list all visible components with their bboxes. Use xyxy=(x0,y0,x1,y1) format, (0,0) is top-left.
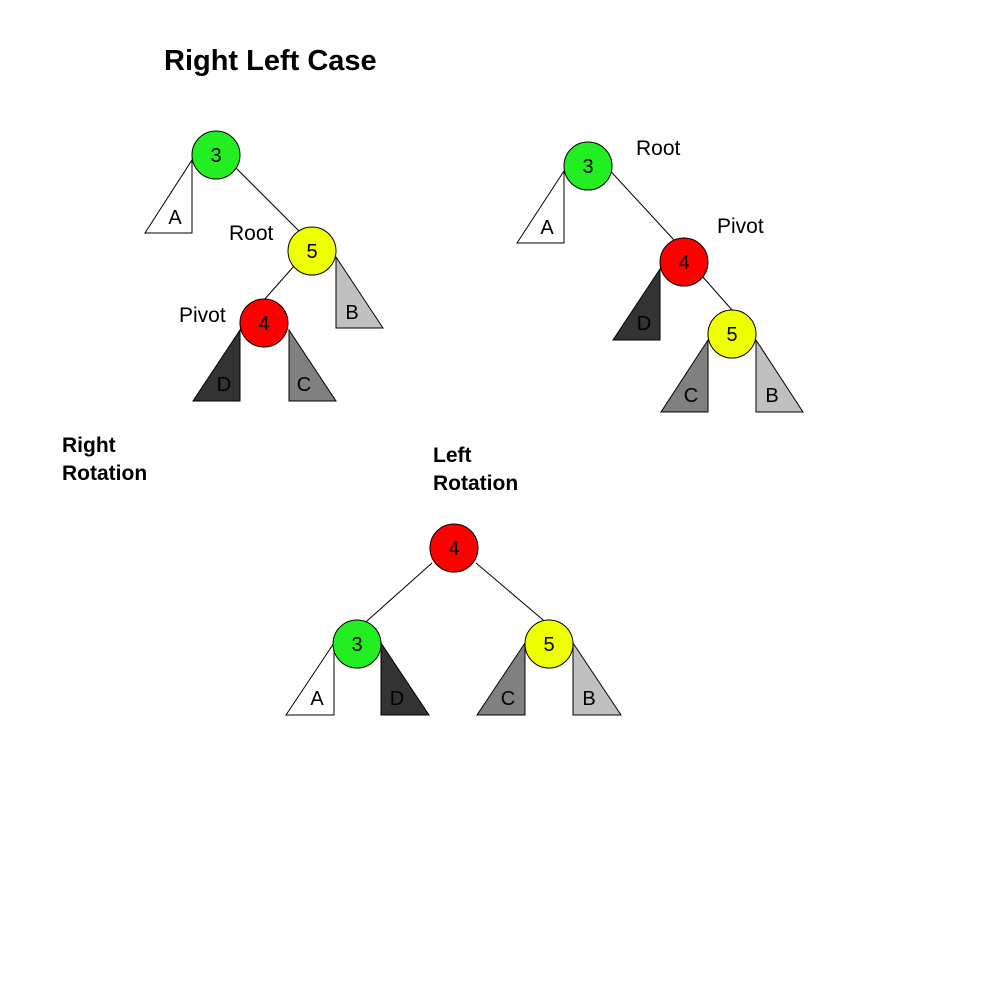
left-rotation-line2: Rotation xyxy=(433,472,518,495)
node-4-label: 4 xyxy=(258,313,269,335)
subtree-a xyxy=(144,158,193,234)
pivot-label: Pivot xyxy=(179,304,226,327)
subtree-d-label: D xyxy=(390,688,404,710)
subtree-c xyxy=(476,641,526,716)
node-5 xyxy=(707,309,757,359)
subtree-d-label: D xyxy=(217,374,231,396)
subtree-c-label: C xyxy=(297,374,311,396)
node-5 xyxy=(287,226,337,276)
subtree-c-label: C xyxy=(684,385,698,407)
tree-after-left-rotation: A D C B 4 3 5 xyxy=(285,523,622,716)
subtree-b-label: B xyxy=(582,688,595,710)
subtree-d xyxy=(612,267,661,341)
node-5-label: 5 xyxy=(543,634,554,656)
pivot-label: Pivot xyxy=(717,215,764,238)
subtree-a-label: A xyxy=(168,207,182,229)
subtree-a xyxy=(516,169,565,244)
right-rotation-line2: Rotation xyxy=(62,462,147,485)
subtree-d-label: D xyxy=(637,313,651,335)
subtree-c-label: C xyxy=(501,688,515,710)
node-4-label: 4 xyxy=(678,252,689,274)
node-5 xyxy=(524,619,574,669)
diagram-title: Right Left Case xyxy=(164,45,377,77)
node-3-label: 3 xyxy=(351,634,362,656)
node-5-label: 5 xyxy=(306,241,317,263)
edge-4-5 xyxy=(701,275,733,311)
subtree-a xyxy=(285,641,335,716)
left-rotation-line1: Left xyxy=(433,444,472,467)
node-3 xyxy=(332,619,382,669)
edge-3-5 xyxy=(231,163,303,235)
root-label: Root xyxy=(229,222,274,245)
node-4 xyxy=(429,523,479,573)
right-rotation-caption: Right Rotation xyxy=(62,434,147,485)
node-4 xyxy=(659,237,709,287)
subtree-b-label: B xyxy=(345,302,358,324)
node-5-label: 5 xyxy=(726,324,737,346)
tree-after-right-rotation: A D C B 3 Root 4 Pivot 5 xyxy=(516,137,804,413)
subtree-b-label: B xyxy=(765,385,778,407)
root-label: Root xyxy=(636,137,681,160)
node-3-label: 3 xyxy=(582,156,593,178)
edge-4-5 xyxy=(475,562,550,626)
node-4-label: 4 xyxy=(448,538,459,560)
subtree-c xyxy=(288,328,337,402)
node-4 xyxy=(239,298,289,348)
edge-3-4 xyxy=(603,163,675,241)
left-rotation-caption: Left Rotation xyxy=(433,444,518,495)
subtree-a-label: A xyxy=(310,688,324,710)
edge-4-3 xyxy=(358,562,433,629)
subtree-d xyxy=(192,328,241,402)
right-rotation-line1: Right xyxy=(62,434,116,457)
subtree-b xyxy=(755,338,804,413)
node-3 xyxy=(191,130,241,180)
node-3 xyxy=(563,141,613,191)
subtree-d xyxy=(380,641,430,716)
tree-initial: A B D C 3 5 Root 4 Pivot xyxy=(144,130,384,402)
node-3-label: 3 xyxy=(210,145,221,167)
subtree-c xyxy=(660,338,709,413)
subtree-a-label: A xyxy=(540,217,554,239)
subtree-b xyxy=(572,641,622,716)
subtree-b xyxy=(335,255,384,329)
edge-5-4 xyxy=(263,265,295,301)
